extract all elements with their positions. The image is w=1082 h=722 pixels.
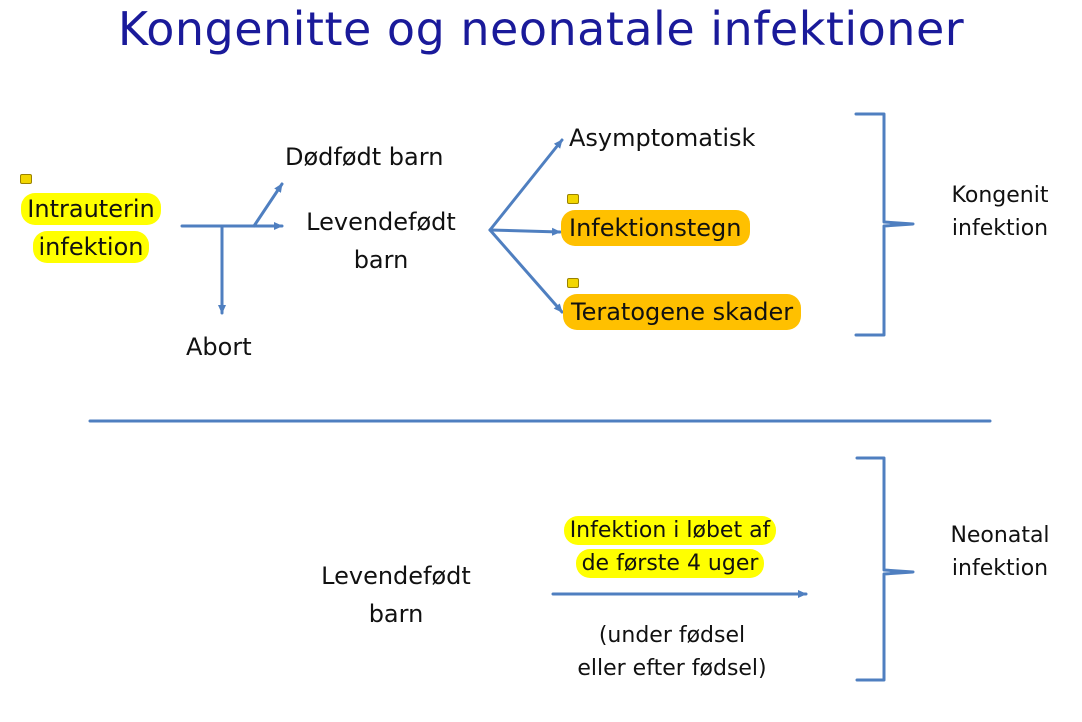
slide-title: Kongenitte og neonatale infektioner [117, 2, 965, 56]
node-intrauterin-line1: Intrauterin [21, 193, 161, 225]
node-kongenit-infektion: Kongenit infektion [930, 179, 1070, 245]
node-intrauterin-infektion: Intrauterin infektion [8, 190, 174, 266]
node-under-fodsel-line1: (under fødsel [598, 623, 746, 648]
node-teratogene-label: Teratogene skader [563, 294, 802, 330]
neonatal-brace [855, 456, 915, 682]
node-levendefodt-top-line2: barn [353, 246, 409, 274]
arrow-to-asymptomatisk [488, 138, 564, 232]
node-intrauterin-line2: infektion [32, 231, 150, 263]
node-levendefodt-top-line1: Levendefødt [306, 208, 456, 236]
comment-marker-icon[interactable] [567, 194, 579, 204]
arrow-to-dodfodt [252, 182, 284, 228]
node-levendefodt-bottom-line1: Levendefødt [321, 562, 471, 590]
node-infektion-lobet-line2: de første 4 uger [575, 549, 765, 578]
node-under-fodsel-line2: eller efter fødsel) [577, 656, 767, 681]
node-neonatal-infektion: Neonatal infektion [930, 519, 1070, 585]
node-kongenit-line2: infektion [951, 216, 1049, 241]
node-levendefodt-barn-top: Levendefødt barn [285, 203, 477, 279]
node-levendefodt-bottom-line2: barn [368, 600, 424, 628]
comment-marker-icon[interactable] [567, 278, 579, 288]
arrow-to-infektionstegn [488, 227, 562, 236]
node-asymptomatisk: Asymptomatisk [569, 124, 756, 152]
comment-marker-icon[interactable] [20, 174, 32, 184]
node-neonatal-line2: infektion [951, 556, 1049, 581]
node-kongenit-line1: Kongenit [951, 183, 1049, 208]
node-under-fodsel: (under fødsel eller efter fødsel) [547, 619, 797, 685]
node-abort: Abort [186, 333, 252, 361]
node-levendefodt-barn-bottom: Levendefødt barn [300, 557, 492, 633]
node-infektion-lobet-line1: Infektion i løbet af [563, 516, 777, 545]
node-infektionstegn: Infektionstegn [561, 209, 750, 247]
arrow-to-teratogene [488, 228, 564, 314]
node-infektion-i-lobet: Infektion i løbet af de første 4 uger [543, 514, 797, 580]
node-teratogene-skader: Teratogene skader [563, 293, 802, 331]
node-infektionstegn-label: Infektionstegn [561, 210, 750, 246]
node-dodfodt-barn: Dødfødt barn [285, 143, 444, 171]
node-neonatal-line1: Neonatal [950, 523, 1050, 548]
kongenit-brace [854, 112, 915, 337]
